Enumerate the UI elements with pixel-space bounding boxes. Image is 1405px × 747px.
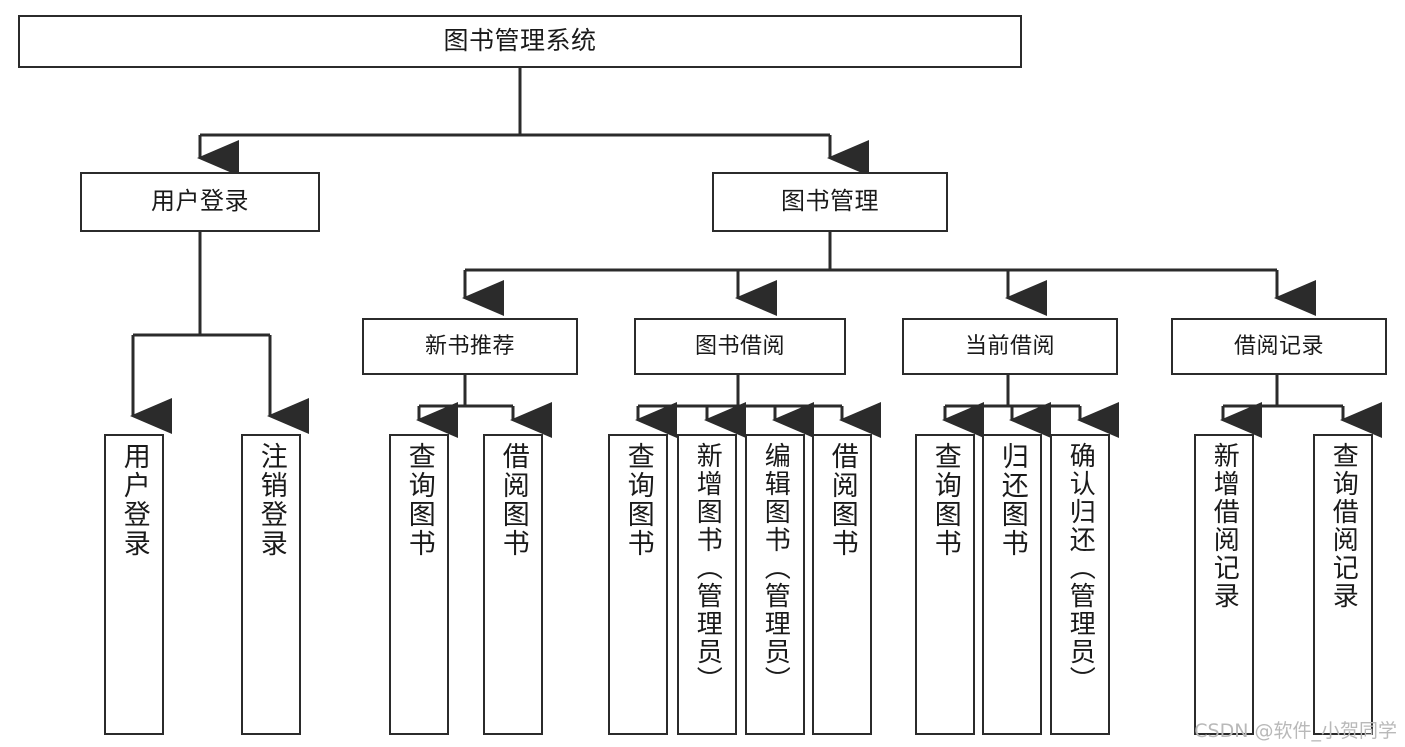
node-label: 查询借阅记录 <box>1328 442 1359 610</box>
node-user-login[interactable]: 用户登录 <box>80 172 320 232</box>
node-label: 新增图书（管理员） <box>692 442 723 694</box>
node-label: 图书管理系统 <box>443 26 597 56</box>
leaf-user-login-login[interactable]: 用户登录 <box>104 434 164 735</box>
node-root-system[interactable]: 图书管理系统 <box>18 15 1022 68</box>
node-current-borrow[interactable]: 当前借阅 <box>902 318 1118 375</box>
node-book-management[interactable]: 图书管理 <box>712 172 948 232</box>
node-label: 图书管理 <box>781 187 879 216</box>
node-label: 借阅记录 <box>1233 333 1324 359</box>
node-label: 新增借阅记录 <box>1209 442 1240 610</box>
node-label: 图书借阅 <box>694 333 785 359</box>
node-label: 查询图书 <box>929 442 961 558</box>
leaf-book-borrow-query-book[interactable]: 查询图书 <box>608 434 668 735</box>
node-label: 注销登录 <box>255 442 287 558</box>
node-label: 借阅图书 <box>497 442 529 558</box>
node-borrow-record[interactable]: 借阅记录 <box>1171 318 1387 375</box>
node-label: 新书推荐 <box>424 333 515 359</box>
leaf-book-borrow-edit-book[interactable]: 编辑图书（管理员） <box>745 434 805 735</box>
leaf-book-borrow-add-book[interactable]: 新增图书（管理员） <box>677 434 737 735</box>
leaf-current-borrow-return-book[interactable]: 归还图书 <box>982 434 1042 735</box>
node-book-borrow[interactable]: 图书借阅 <box>634 318 846 375</box>
leaf-current-borrow-confirm-return[interactable]: 确认归还（管理员） <box>1050 434 1110 735</box>
node-label: 查询图书 <box>622 442 654 558</box>
node-label: 用户登录 <box>118 442 150 558</box>
leaf-current-borrow-query-book[interactable]: 查询图书 <box>915 434 975 735</box>
leaf-book-borrow-borrow-book[interactable]: 借阅图书 <box>812 434 872 735</box>
node-label: 查询图书 <box>403 442 435 558</box>
node-label: 归还图书 <box>996 442 1028 558</box>
leaf-new-book-borrow-book[interactable]: 借阅图书 <box>483 434 543 735</box>
leaf-borrow-record-add-record[interactable]: 新增借阅记录 <box>1194 434 1254 735</box>
leaf-borrow-record-query-record[interactable]: 查询借阅记录 <box>1313 434 1373 735</box>
node-label: 编辑图书（管理员） <box>760 442 791 694</box>
node-label: 用户登录 <box>151 187 249 216</box>
node-label: 借阅图书 <box>826 442 858 558</box>
leaf-new-book-query-book[interactable]: 查询图书 <box>389 434 449 735</box>
node-new-book-recommend[interactable]: 新书推荐 <box>362 318 578 375</box>
leaf-user-login-logout[interactable]: 注销登录 <box>241 434 301 735</box>
node-label: 当前借阅 <box>964 333 1055 359</box>
node-label: 确认归还（管理员） <box>1065 442 1096 694</box>
csdn-watermark: CSDN @软件_小贺同学 <box>1194 720 1397 742</box>
